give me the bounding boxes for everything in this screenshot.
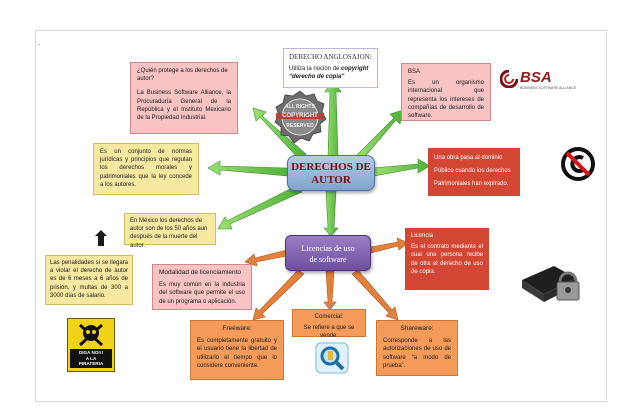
conjunto-body: Es un conjunto de normas jurídicas y pri… [100,149,192,188]
comercial-title: Comercial: [314,314,344,320]
arrow-to-shareware [351,269,399,321]
anglosajon-line1: Utiliza la noción de copyright [289,65,372,73]
comercial-body: Se refiere a que se vende. [303,325,355,340]
corner-dot: . [38,38,41,47]
piracy-line2: A LA [85,355,97,361]
skull-crossbones-icon [78,323,104,347]
freeware-body: Es completamente gratuito y el usuario t… [197,338,277,369]
central-node-line1: DERECHOS DE [291,161,371,173]
shareware-title: Shareware: [400,325,434,332]
copyright-badge-bottom: RESERVED [286,123,314,129]
anglosajon-line1-em: copyright [341,66,369,73]
public-domain-icon [560,146,596,182]
licenses-node: Licencias de uso de software [285,235,371,271]
arrow-to-comercial [323,270,337,311]
bsa-box: BSA Es un organismo internacional que re… [401,63,491,121]
bsa-logo: BSA BUSINESS SOFTWARE ALLIANCE [500,68,600,92]
licencia-box: Licencia Es el contrato mediante el cual… [405,228,489,290]
arrow-mexico-to-penalidades [95,230,107,246]
anglosajon-title: DERECHO ANGLOSAJON: [289,53,372,61]
arrow-to-bsa [355,109,404,161]
piracy-line1: DIGA NO!!! [78,350,104,355]
modalidad-body: Es muy común en la industria del softwar… [159,282,245,305]
modalidad-box: Modalidad de licenciamiento Es muy común… [152,264,252,310]
arrow-to-freeware [252,269,305,321]
lock-book-icon [516,262,586,310]
licencia-title: Licencia [411,233,434,239]
magnifier-icon [315,342,349,374]
mexico-box: En México los derechos de autor son de l… [124,213,216,249]
penalidades-body: Las penalidades si se llegara a violar e… [50,260,128,299]
shareware-body: Corresponde a las autorizaciones de uso … [383,338,451,369]
arrow-to-licencia [370,237,409,254]
bsa-logo-text: BSA [520,69,552,86]
arrow-to-anglosajon [324,79,342,157]
dominio-body: Una obra pasa al dominio Público cuando … [434,155,511,187]
piracy-sign-label: DIGA NO!!! A LA PIRATERIA [70,349,112,368]
bsa-logo-sub: BUSINESS SOFTWARE ALLIANCE [520,86,577,90]
copyright-badge: ALL RIGHTS COPYRIGHT RESERVED [273,90,327,144]
conjunto-box: Es un conjunto de normas jurídicas y pri… [93,143,199,195]
central-node-derechos-de-autor: DERECHOS DE AUTOR [287,155,375,191]
quien-protege-box: ¿Quién protege a los derechos de autor? … [130,62,238,134]
piracy-line3: PIRATERIA [78,361,104,367]
bsa-body: Es un organismo internacional que repres… [408,80,484,120]
penalidades-box: Las penalidades si se llegara a violar e… [45,255,133,305]
quien-protege-body: La Business Software Alliance, la Procur… [137,90,231,122]
arrow-to-dominio [373,158,431,177]
anglosajon-line1-prefix: Utiliza la noción de [289,66,342,73]
arrow-to-licencias [323,190,339,237]
licenses-node-line2: de software [309,255,347,264]
modalidad-title: Modalidad de licenciamiento [159,269,242,276]
arrow-to-quien-protege [252,107,307,161]
anglosajon-line2: “derecho de copia” [289,74,345,81]
copyright-badge-top: ALL RIGHTS [285,104,315,110]
licenses-node-line1: Licencias de uso [301,244,355,253]
freeware-title: Freeware: [222,325,252,332]
dominio-box: Una obra pasa al dominio Público cuando … [428,148,520,196]
arrow-to-mexico [217,185,303,230]
copyright-crossed-icon [561,147,595,181]
freeware-box: Freeware: Es completamente gratuito y el… [190,320,284,380]
bsa-logo-icon [500,70,518,88]
quien-protege-question-1: ¿Quién protege a los derechos de [137,68,228,74]
comercial-box: Comercial: Se refiere a que se vende. [292,309,366,340]
shareware-box: Shareware: Corresponde a las autorizacio… [376,320,458,376]
anglosajon-box: DERECHO ANGLOSAJON: Utiliza la noción de… [283,48,378,88]
quien-protege-question-2: autor? [137,76,155,83]
locked-book-icon [522,266,580,302]
search-key-icon [315,342,349,374]
mexico-body: En México los derechos de autor son de l… [130,218,208,249]
bsa-title: BSA [408,69,421,75]
central-node-line2: AUTOR [311,174,351,186]
piracy-sign: DIGA NO!!! A LA PIRATERIA [67,318,115,372]
licencia-body: Es el contrato mediante el cual una pers… [411,244,483,275]
arrow-to-conjunto [207,160,289,177]
copyright-badge-middle: COPYRIGHT [276,113,324,119]
